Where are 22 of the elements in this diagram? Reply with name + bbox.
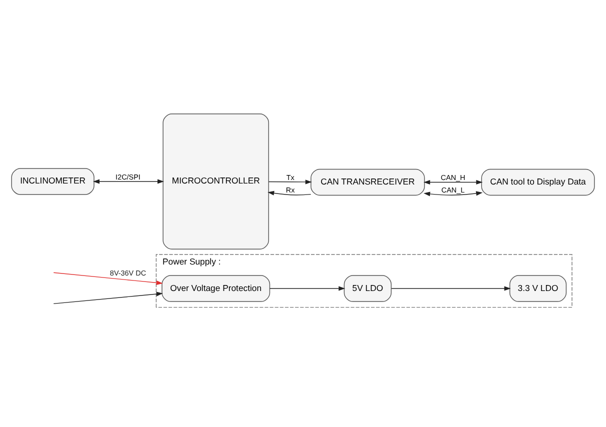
edge-label: Rx xyxy=(286,185,295,194)
edge-label: Tx xyxy=(286,173,294,182)
arrow xyxy=(424,191,483,196)
node-box: CAN tool to Display Data xyxy=(481,168,595,196)
edge-label: CAN_H xyxy=(440,173,466,182)
arrow xyxy=(93,179,164,184)
edge-label: CAN_L xyxy=(441,185,465,194)
node-box: INCLINOMETER xyxy=(11,168,94,195)
node-box: MICROCONTROLLER xyxy=(162,114,270,250)
node-box: 5V LDO xyxy=(344,275,392,302)
edge-label: 8V-36V DC xyxy=(110,268,146,278)
arrow xyxy=(269,286,346,291)
node-box: Over Voltage Protection xyxy=(162,275,270,302)
edge-label: I2C/SPI xyxy=(116,172,140,182)
arrow xyxy=(53,272,163,286)
node-box: CAN TRANSRECEIVER xyxy=(310,168,425,196)
arrow xyxy=(53,292,163,304)
arrow xyxy=(268,180,312,184)
arrow xyxy=(391,286,511,291)
arrow xyxy=(424,180,483,184)
node-box: 3.3 V LDO xyxy=(509,275,567,302)
arrow xyxy=(268,190,312,196)
